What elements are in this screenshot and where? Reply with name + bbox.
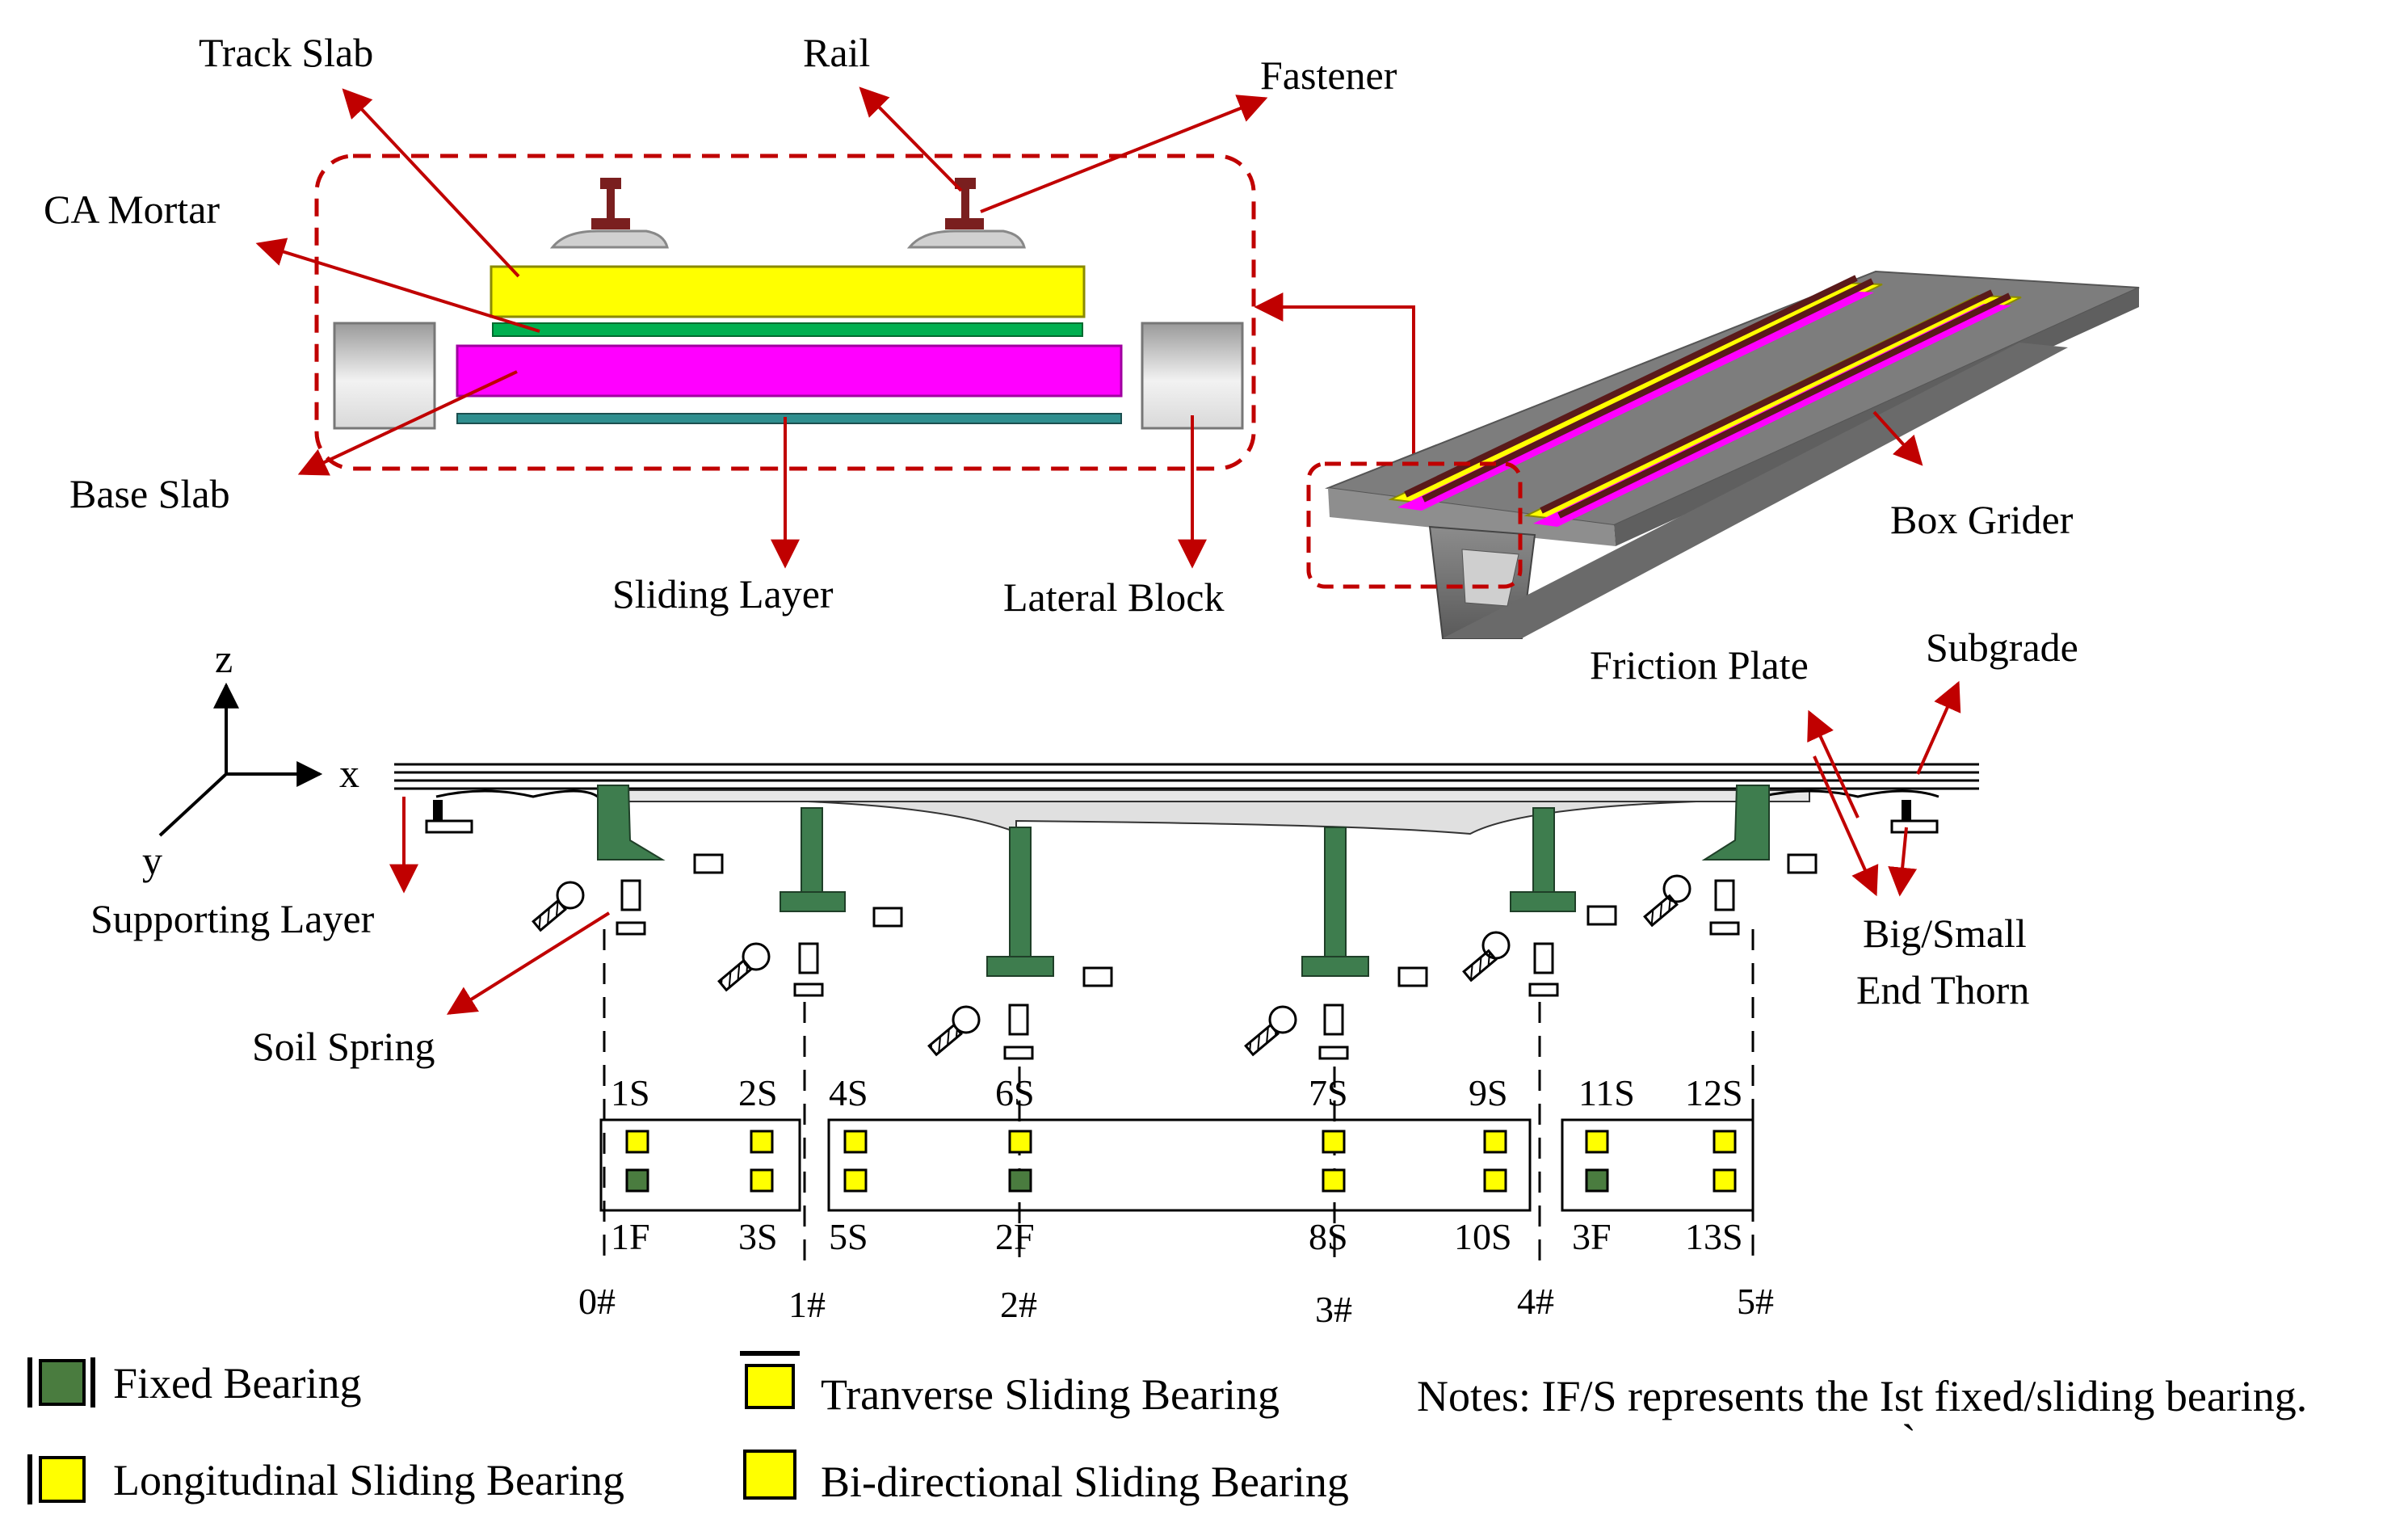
rail-left [549, 178, 669, 249]
label-sliding-layer: Sliding Layer [612, 571, 834, 616]
legend-notes: Notes: IF/S represents the Ist fixed/sli… [1417, 1372, 2307, 1420]
bearing-label-bottom: 2F [995, 1216, 1035, 1257]
bearing-label-top: 1S [611, 1072, 650, 1113]
label-lateral-block: Lateral Block [1003, 574, 1225, 620]
label-fastener: Fastener [1260, 53, 1397, 98]
label-soil-spring: Soil Spring [252, 1024, 435, 1069]
rail-right [906, 178, 1026, 249]
box-girder-3d [1306, 270, 2140, 639]
model-arrows [389, 680, 1961, 1015]
girder-detail-box [1306, 461, 1523, 589]
pier-4 [1510, 807, 1576, 912]
label-friction-plate: Friction Plate [1590, 642, 1809, 688]
bearing-label-top: 2S [738, 1072, 778, 1113]
pier-label: 1# [788, 1284, 826, 1325]
bearing-label-bottom: 1F [611, 1216, 650, 1257]
bearing-label-bottom: 3S [738, 1216, 778, 1257]
label-track-slab: Track Slab [199, 30, 373, 75]
bearing-label-top: 7S [1309, 1072, 1348, 1113]
bearing-label-top: 12S [1685, 1072, 1743, 1113]
ca-mortar-layer [492, 322, 1083, 337]
bearing-label-top: 11S [1578, 1072, 1635, 1113]
bearing-label-top: 9S [1469, 1072, 1508, 1113]
lateral-block-right [1141, 322, 1244, 430]
legend-bidirectional-label: Bi-directional Sliding Bearing [821, 1458, 1349, 1506]
bearing-label-bottom: 3F [1572, 1216, 1612, 1257]
pier-3 [1301, 827, 1369, 977]
transverse-sliding-bearing-icon [740, 1351, 800, 1409]
legend-transverse-label: Tranverse Sliding Bearing [821, 1370, 1280, 1419]
legend-fixed-label: Fixed Bearing [113, 1359, 361, 1407]
label-ca-mortar: CA Mortar [44, 187, 220, 232]
bidirectional-sliding-bearing-icon [743, 1450, 796, 1500]
label-box-girder: Box Grider [1890, 497, 2074, 542]
pier-1 [780, 807, 846, 912]
bearing-label-top: 6S [995, 1072, 1035, 1113]
sliding-layer [456, 413, 1122, 424]
label-end-thorn-2: End Thorn [1856, 967, 2029, 1012]
pier-0 [597, 785, 666, 860]
cross-section-arrows [255, 86, 1415, 569]
bearing-symbols [625, 1130, 1737, 1193]
soil-springs [532, 853, 1818, 1060]
axis-y-label: y [142, 838, 162, 883]
pier-label: 5# [1737, 1281, 1774, 1322]
bearing-label-bottom: 13S [1685, 1216, 1743, 1257]
pier-label: 4# [1517, 1281, 1554, 1322]
bearing-label-bottom: 5S [829, 1216, 868, 1257]
pier-5 [1701, 785, 1770, 860]
pier-2 [986, 827, 1054, 977]
pier-label: 0# [578, 1281, 616, 1322]
base-slab-layer [456, 344, 1123, 398]
label-supporting-layer: Supporting Layer [90, 896, 375, 941]
bearing-layout-boxes [599, 1118, 1755, 1212]
axes-triad [158, 682, 323, 837]
bearing-label-bottom: 10S [1454, 1216, 1512, 1257]
longitudinal-sliding-bearing-icon [27, 1454, 86, 1504]
label-end-thorn-1: Big/Small [1863, 911, 2027, 956]
legend-longitudinal-label: Longitudinal Sliding Bearing [113, 1456, 624, 1504]
label-base-slab: Base Slab [69, 471, 230, 516]
label-rail: Rail [803, 30, 870, 75]
bearing-label-top: 4S [829, 1072, 868, 1113]
text-labels: Track Slab Rail Fastener CA Mortar Base … [44, 30, 2078, 1330]
bearing-label-bottom: 8S [1309, 1216, 1348, 1257]
pier-label: 2# [1000, 1284, 1037, 1325]
lateral-block-left [333, 322, 436, 430]
axis-z-label: z [215, 636, 233, 681]
axis-x-label: x [339, 751, 359, 796]
fixed-bearing-icon [27, 1357, 95, 1407]
label-subgrade: Subgrade [1926, 625, 2078, 670]
track-bridge-model [394, 763, 1979, 1260]
legend: Fixed Bearing Longitudinal Sliding Beari… [27, 1351, 2307, 1506]
track-slab-layer [490, 265, 1086, 318]
pier-label: 3# [1315, 1289, 1352, 1330]
cross-section [314, 154, 1256, 471]
stray-mark: ` [1902, 1416, 1916, 1464]
